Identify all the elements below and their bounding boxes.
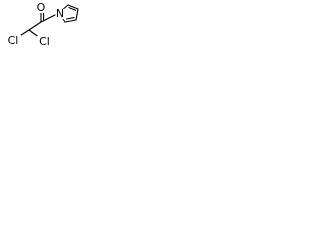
bond-ring-c4-c5-inner	[65, 17, 75, 20]
atom-label-chlorine-right: Cl	[39, 35, 50, 48]
bond-ring-c4-c5	[64, 19, 77, 23]
bond-ring-c2-c3	[67, 4, 79, 10]
bond-ring-c3-c4	[75, 8, 79, 21]
atom-label-nitrogen: N	[56, 7, 64, 20]
molecule-diagram: O N Cl Cl	[6, 1, 79, 48]
atom-label-chlorine-left: Cl	[8, 34, 19, 47]
atom-label-oxygen: O	[37, 1, 46, 14]
structure-canvas: O N Cl Cl	[0, 0, 95, 66]
bond-carbonyl-chcl2	[28, 21, 42, 31]
bond-ring-c2-c3-inner	[68, 7, 77, 11]
